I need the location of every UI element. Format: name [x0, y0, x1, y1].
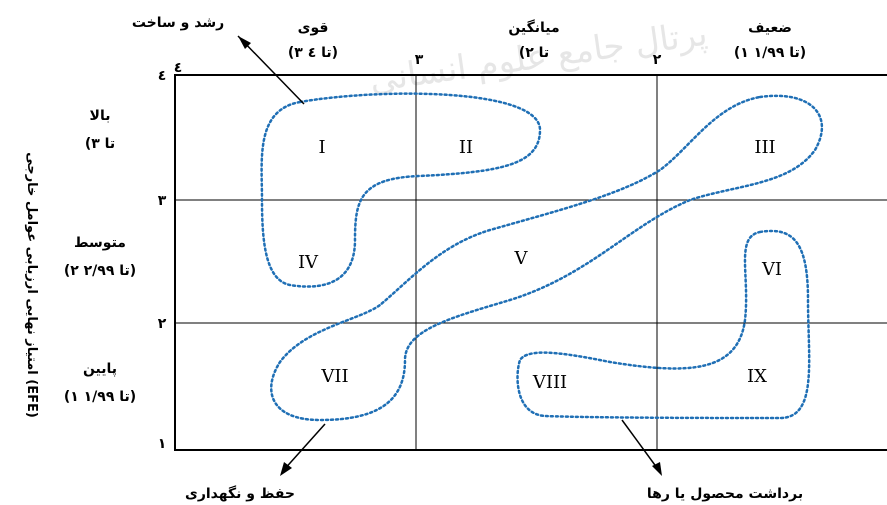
harvest-divest-region [516, 229, 811, 420]
row-low-range: (۱ تا ۱/۹۹) [64, 389, 136, 405]
cell-label-iv: IV [298, 252, 319, 273]
row-tick-3: ۳ [158, 193, 167, 209]
column-average-range: (۲ تا [519, 45, 549, 61]
harvest-divest-arrowhead [652, 462, 662, 476]
harvest-divest-arrow-line [621, 419, 661, 473]
harvest-divest-label: برداشت محصول یا رها [647, 486, 803, 502]
column-strong-range: (۳ تا ٤) [288, 45, 338, 61]
cell-label-viii: VIII [532, 372, 567, 393]
grow-build-region [260, 92, 542, 288]
y-axis-title: امتیاز نهایی ارزیابی عوامل خارجی (EFE) [24, 152, 39, 418]
hold-maintain-label: حفظ و نگهداری [185, 485, 295, 502]
row-tick-1: ۱ [158, 436, 167, 452]
hold-maintain-arrow-line [281, 423, 326, 473]
column-weak-label: ضعیف [748, 20, 792, 36]
column-tick-4: ٤ [174, 60, 183, 76]
row-low-label: پایین [83, 361, 117, 377]
row-high-range: (۳ تا [85, 136, 115, 152]
cell-label-ii: II [459, 137, 473, 158]
hold-maintain-arrowhead [280, 462, 292, 476]
column-strong-label: قوی [298, 20, 329, 36]
grow-build-label: رشد و ساخت [132, 15, 224, 31]
column-tick-3: ۳ [415, 52, 424, 68]
row-medium-label: متوسط [74, 235, 126, 251]
row-tick-4: ٤ [158, 68, 167, 84]
column-weak-range: (۱ تا ۱/۹۹) [734, 45, 806, 61]
cell-label-iii: III [754, 137, 775, 158]
cell-label-v: V [514, 248, 529, 269]
cell-label-ix: IX [747, 366, 767, 387]
hold-maintain-region [270, 94, 824, 422]
row-tick-2: ۲ [158, 316, 167, 332]
cell-label-i: I [318, 137, 325, 158]
cell-label-vii: VII [320, 366, 348, 387]
row-high-label: بالا [90, 108, 111, 124]
row-medium-range: (۲ تا ۲/۹۹) [64, 263, 136, 279]
cell-label-vi: VI [761, 259, 782, 280]
matrix-frame [174, 74, 887, 451]
grow-build-arrow-line [237, 35, 305, 105]
grow-build-arrowhead [238, 36, 251, 49]
column-tick-2: ۲ [653, 52, 662, 68]
column-average-label: میانگین [508, 19, 559, 36]
